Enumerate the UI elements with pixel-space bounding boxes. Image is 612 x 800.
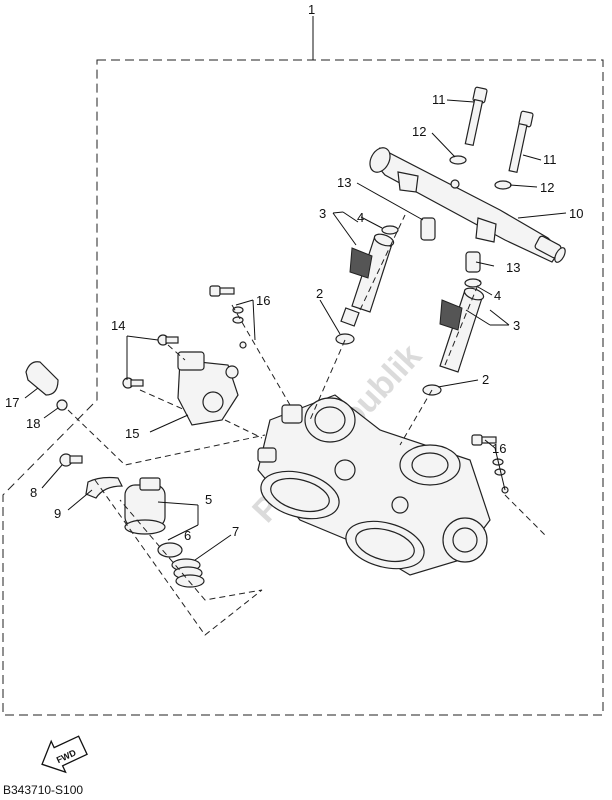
- screw-14-lower: [122, 377, 144, 389]
- callout-11-left: 11: [432, 92, 446, 107]
- spring-7: [171, 558, 205, 588]
- callout-15: 15: [125, 426, 139, 441]
- fitting-16-upper: [209, 285, 247, 349]
- leader-lines: [24, 99, 567, 561]
- callout-2-right: 2: [482, 372, 489, 387]
- callout-12-left: 12: [412, 124, 426, 139]
- callout-2-left: 2: [316, 286, 323, 301]
- washer-12-left: [449, 155, 467, 165]
- grommet-13-left: [420, 217, 436, 241]
- sensor-15: [177, 351, 239, 426]
- callout-13-left: 13: [337, 175, 351, 190]
- callout-14: 14: [111, 318, 125, 333]
- callout-13-right: 13: [506, 260, 520, 275]
- plate-9: [85, 476, 123, 499]
- injector-right: [439, 287, 485, 373]
- callout-7: 7: [232, 524, 239, 539]
- callout-5: 5: [205, 492, 212, 507]
- callout-6: 6: [184, 528, 191, 543]
- callout-4-right: 4: [494, 288, 501, 303]
- sub-boundary-lower: [94, 479, 263, 636]
- injector-left: [340, 233, 395, 327]
- fuel-rail: [369, 147, 566, 263]
- callout-16-lower: 16: [492, 441, 506, 456]
- callout-1: 1: [308, 2, 315, 17]
- callout-11-right: 11: [543, 152, 557, 167]
- grommet-13-right: [465, 251, 481, 273]
- diagram-code: B343710-S100: [3, 783, 83, 797]
- o-ring-6: [157, 542, 183, 558]
- seal-2-left: [335, 333, 355, 345]
- sub-boundary-15: [139, 344, 263, 439]
- sub-boundary-injectors: [309, 214, 481, 446]
- sub-boundary-left: [67, 409, 266, 466]
- fitting-16-lower: [471, 434, 509, 494]
- assembly-boundary: [2, 59, 604, 716]
- throttle-body: [257, 394, 491, 576]
- bolt-11-right: [508, 110, 534, 174]
- callout-12-right: 12: [540, 180, 554, 195]
- washer-12-right: [494, 180, 512, 190]
- callout-17: 17: [5, 395, 19, 410]
- callout-18: 18: [26, 416, 40, 431]
- sub-boundary-16-lower: [504, 494, 546, 536]
- callout-8: 8: [30, 485, 37, 500]
- callout-3-right: 3: [513, 318, 520, 333]
- fwd-arrow-icon: FWD: [41, 735, 88, 774]
- callout-16-upper: 16: [256, 293, 270, 308]
- screw-14-upper: [157, 334, 179, 346]
- o-ring-4-right: [464, 278, 482, 288]
- callout-3-left: 3: [319, 206, 326, 221]
- callout-4-left: 4: [357, 210, 364, 225]
- callout-10: 10: [569, 206, 583, 221]
- sensor-5: [124, 477, 166, 535]
- clip-18: [56, 399, 68, 411]
- bolt-11-left: [464, 86, 488, 147]
- callout-9: 9: [54, 506, 61, 521]
- cap-17: [25, 361, 59, 396]
- o-ring-4-left: [381, 225, 399, 235]
- screw-8: [59, 453, 83, 467]
